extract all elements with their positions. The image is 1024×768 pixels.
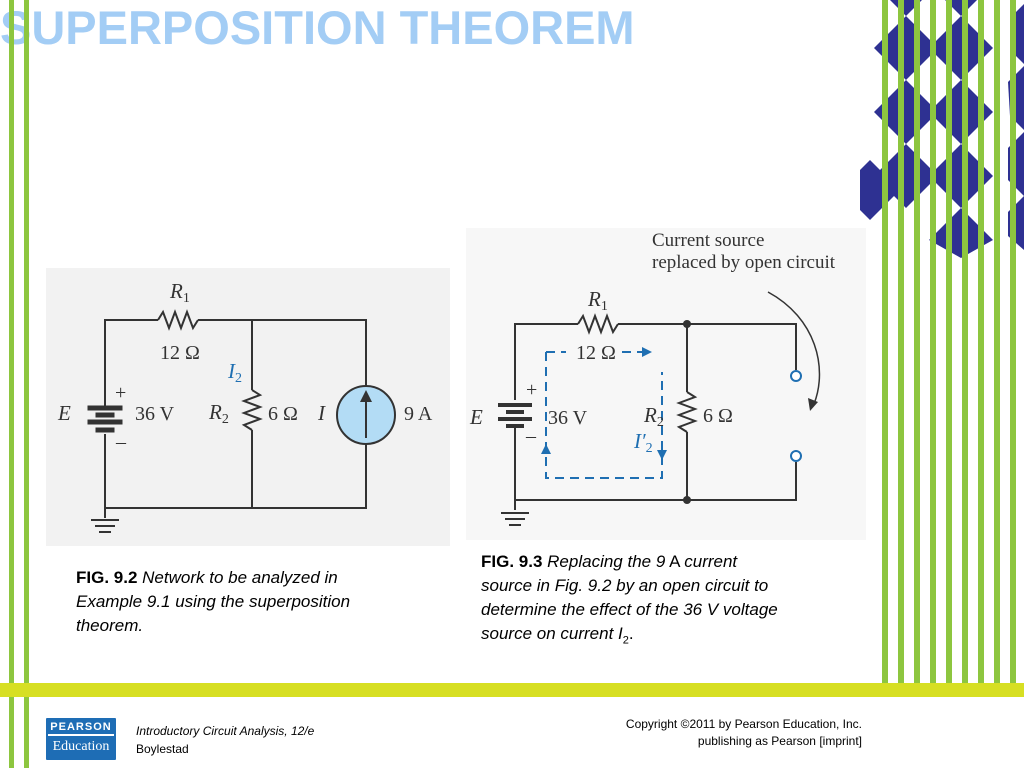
annotation-line1: Current source — [652, 230, 764, 251]
annotation-line2: replaced by open circuit — [652, 252, 836, 273]
r2-label: R2 — [643, 403, 664, 430]
pearson-logo: PEARSON Education — [46, 718, 116, 760]
fig92-caption-label: FIG. 9.2 — [76, 568, 138, 587]
fig92-circuit: R1 12 Ω I2 + – E 36 V R2 6 Ω I 9 A — [57, 279, 433, 533]
slide-title: SUPERPOSITION THEOREM — [0, 1, 635, 54]
left-stripe — [9, 0, 14, 768]
resistor-r1-symbol — [157, 309, 199, 331]
i-value: 9 A — [404, 403, 433, 425]
battery-symbol — [498, 403, 532, 428]
fig92-caption: FIG. 9.2 Network to be analyzed in Examp… — [76, 566, 416, 638]
battery-minus: – — [525, 425, 537, 447]
loop-arrow-top — [642, 347, 652, 357]
node-dot — [683, 320, 691, 328]
copyright-line1: Copyright ©2011 by Pearson Education, In… — [625, 717, 862, 731]
open-terminal — [790, 450, 802, 462]
i2-prime-label: I′2 — [633, 429, 653, 456]
battery-plus: + — [526, 379, 537, 401]
node-dot — [683, 496, 691, 504]
fig92-caption-text1: Network to be analyzed in — [142, 568, 338, 587]
r2-value: 6 Ω — [268, 403, 298, 425]
r2-label: R2 — [208, 400, 229, 427]
fig92-caption-text2: Example 9.1 using the superposition — [76, 592, 351, 611]
right-stripes — [882, 0, 1016, 683]
fig93-caption: FIG. 9.3 Replacing the 9 A current sourc… — [481, 550, 851, 652]
current-loop — [545, 351, 663, 479]
open-terminal — [790, 370, 802, 382]
footer-copyright: Copyright ©2011 by Pearson Education, In… — [626, 716, 862, 750]
r2-value: 6 Ω — [703, 405, 733, 427]
book-title: Introductory Circuit Analysis, 12/e — [136, 724, 315, 738]
r1-value: 12 Ω — [576, 342, 616, 364]
fig93-caption-line1b: A — [669, 552, 680, 571]
fig93-caption-line4a: source on current I — [481, 624, 623, 643]
e-label: E — [469, 405, 483, 429]
fig93-caption-line4-end: . — [628, 624, 634, 643]
current-source-symbol — [336, 385, 396, 445]
footer-book-info: Introductory Circuit Analysis, 12/e Boyl… — [136, 722, 314, 758]
i-label: I — [317, 401, 326, 425]
fig93-circuit: Current source replaced by open circuit … — [469, 230, 836, 526]
battery-plus: + — [115, 382, 126, 404]
battery-minus: – — [115, 431, 127, 453]
fig93-caption-line1c: current — [684, 552, 738, 571]
left-stripe — [24, 0, 29, 768]
fig93-caption-label: FIG. 9.3 — [481, 552, 543, 571]
resistor-r2-symbol — [241, 389, 263, 431]
fig93-caption-line2: source in Fig. 9.2 by an open circuit to — [481, 576, 769, 595]
annotation-arrowhead — [808, 398, 818, 411]
r1-value: 12 Ω — [160, 342, 200, 364]
copyright-line2: publishing as Pearson [imprint] — [697, 734, 862, 748]
resistor-r2-symbol — [676, 391, 698, 433]
logo-line1: PEARSON — [50, 721, 112, 733]
fig93-caption-line4-sub: 2 — [622, 634, 629, 647]
footer-bar — [0, 683, 1024, 697]
fig93-background — [466, 228, 866, 540]
i2-label: I2 — [227, 359, 242, 386]
loop-arrow-right — [657, 450, 667, 460]
fig93-wires — [501, 313, 797, 526]
fig92-caption-text3: theorem. — [76, 616, 144, 635]
e-label: E — [57, 401, 71, 425]
e-value: 36 V — [135, 403, 175, 425]
decorative-pattern — [860, 0, 1024, 683]
fig93-caption-line3: determine the effect of the 36 V voltage — [481, 600, 778, 619]
r1-label: R1 — [587, 287, 608, 314]
logo-line2: Education — [52, 739, 110, 754]
e-value: 36 V — [548, 407, 588, 429]
fig92-wires — [91, 309, 367, 533]
annotation-arrow — [767, 291, 821, 405]
resistor-r1-symbol — [577, 313, 619, 335]
loop-arrow-left — [541, 444, 551, 454]
logo-divider — [48, 734, 114, 736]
book-author: Boylestad — [136, 742, 189, 756]
r1-label: R1 — [169, 279, 190, 306]
fig93-caption-line1a: Replacing the 9 — [547, 552, 666, 571]
battery-symbol — [87, 405, 123, 433]
